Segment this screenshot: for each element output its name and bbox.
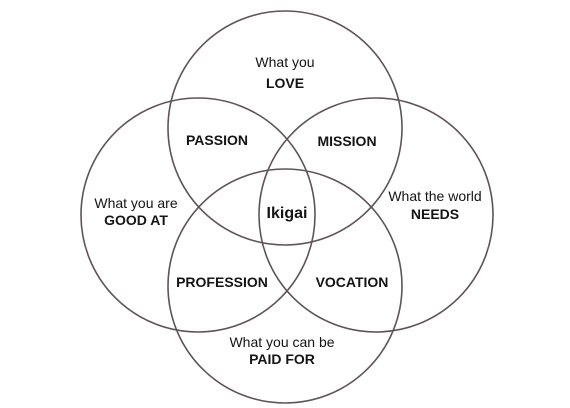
- ikigai-center-label: Ikigai: [267, 205, 308, 222]
- needs-label-line2: NEEDS: [411, 206, 459, 222]
- good-at-label-line1: What you are: [94, 195, 177, 211]
- paid-for-label-line2: PAID FOR: [249, 351, 315, 367]
- passion-label: PASSION: [186, 132, 248, 148]
- love-label-line2: LOVE: [266, 75, 304, 91]
- circle-good-at: [80, 97, 316, 333]
- vocation-label: VOCATION: [316, 274, 389, 290]
- circle-needs: [258, 97, 494, 333]
- mission-label: MISSION: [317, 133, 376, 149]
- love-label-line1: What you: [255, 54, 314, 70]
- circle-love: [167, 10, 403, 246]
- paid-for-label-line1: What you can be: [229, 334, 334, 350]
- needs-label-line1: What the world: [388, 188, 481, 204]
- profession-label: PROFESSION: [176, 274, 268, 290]
- good-at-label-line2: GOOD AT: [104, 212, 168, 228]
- circle-paid-for: [167, 168, 403, 404]
